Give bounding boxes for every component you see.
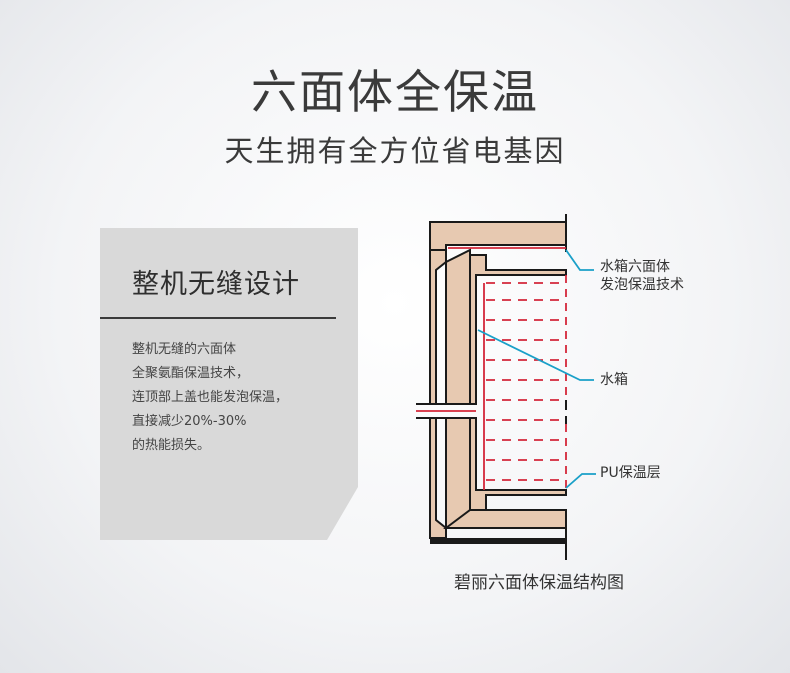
feature-card-line: 直接减少20%-30% — [132, 414, 247, 429]
water-dashes — [416, 247, 567, 490]
outer-wall-upper — [429, 249, 447, 405]
callout-top-line2: 发泡保温技术 — [600, 277, 684, 293]
callout-top: 水箱六面体 发泡保温技术 — [600, 258, 684, 294]
callout-top-line1: 水箱六面体 — [600, 259, 670, 275]
tank-liner-bottom — [469, 417, 567, 511]
callout-pu: PU保温层 — [600, 465, 661, 481]
outer-wall-lower — [429, 417, 447, 539]
base-foam — [443, 509, 567, 529]
foam-wall-upper — [445, 248, 471, 405]
feature-card — [100, 228, 358, 540]
leader-top — [565, 249, 594, 271]
lid-foam — [429, 221, 567, 251]
feature-card-line: 整机无缝的六面体 — [132, 342, 237, 357]
base-plate — [430, 538, 566, 544]
feature-card-line: 的热能损失。 — [132, 438, 211, 453]
callout-leaders — [477, 249, 596, 489]
diagram-caption: 碧丽六面体保温结构图 — [454, 573, 624, 593]
leader-pu — [565, 473, 596, 489]
page-title: 六面体全保温 — [251, 65, 539, 119]
page-subtitle: 天生拥有全方位省电基因 — [224, 134, 566, 168]
feature-card-title: 整机无缝设计 — [132, 269, 300, 300]
leader-tank — [477, 329, 594, 381]
feature-card-divider — [100, 317, 336, 319]
callout-tank: 水箱 — [600, 372, 628, 388]
feature-card-body: 整机无缝的六面体 全聚氨酯保温技术， 连顶部上盖也能发泡保温， 直接减少20%-… — [132, 338, 288, 458]
feature-card-line: 连顶部上盖也能发泡保温， — [132, 390, 289, 405]
feature-card-line: 全聚氨酯保温技术， — [132, 366, 250, 381]
